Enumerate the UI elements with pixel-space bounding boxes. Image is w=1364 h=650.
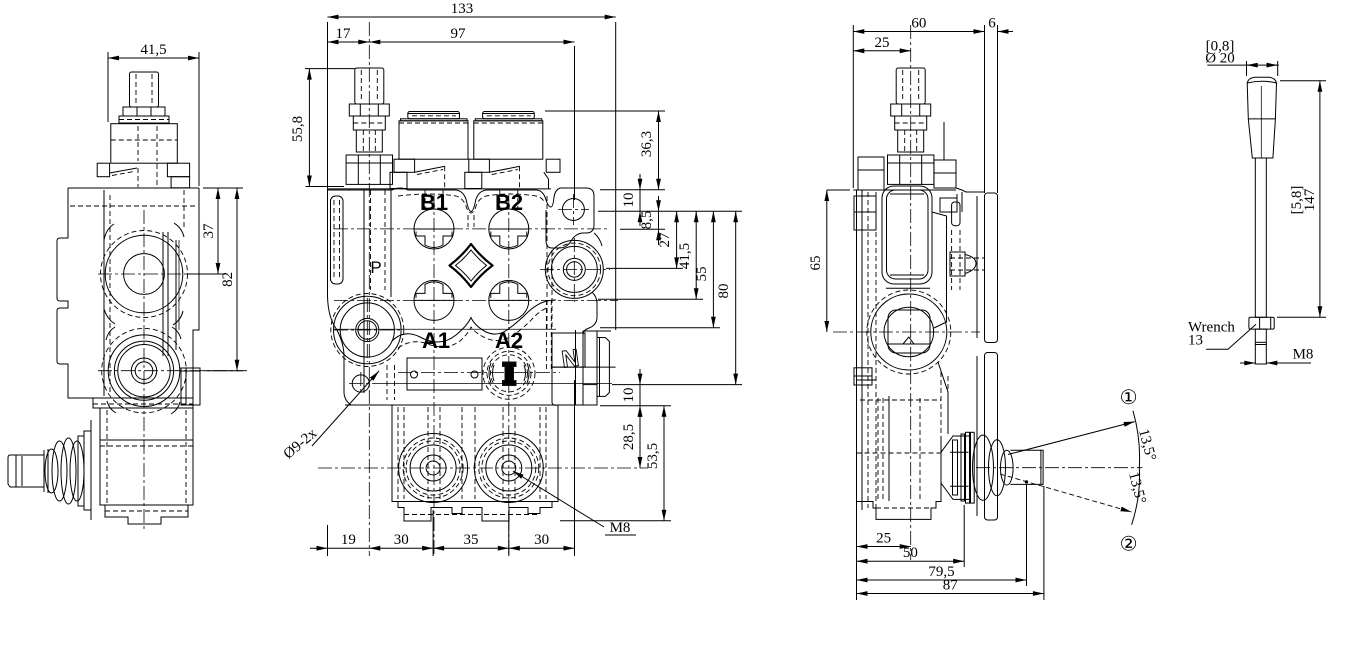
svg-text:97: 97	[451, 26, 467, 42]
svg-text:55: 55	[694, 267, 710, 282]
svg-text:P: P	[370, 258, 381, 277]
svg-text:37: 37	[201, 223, 217, 239]
svg-text:55,8: 55,8	[290, 116, 306, 142]
svg-text:27: 27	[657, 232, 673, 248]
svg-text:41,5: 41,5	[140, 42, 166, 58]
svg-text:25: 25	[876, 531, 891, 547]
svg-text:10: 10	[621, 388, 637, 403]
svg-text:Wrench: Wrench	[1188, 320, 1235, 336]
svg-text:19: 19	[341, 532, 356, 548]
svg-text:10: 10	[621, 193, 637, 208]
svg-text:60: 60	[911, 16, 926, 32]
svg-text:28,5: 28,5	[621, 424, 637, 450]
svg-text:[5,8]: [5,8]	[1289, 186, 1305, 215]
svg-text:B1: B1	[420, 190, 448, 215]
svg-text:147: 147	[1302, 188, 1318, 211]
svg-text:35: 35	[463, 532, 478, 548]
svg-text:17: 17	[336, 26, 352, 42]
svg-text:25: 25	[875, 35, 890, 51]
svg-text:82: 82	[220, 272, 236, 287]
svg-text:41,5: 41,5	[677, 243, 693, 269]
svg-text:13: 13	[1188, 333, 1203, 349]
svg-text:65: 65	[808, 256, 824, 271]
svg-text:B2: B2	[495, 190, 523, 215]
svg-text:6: 6	[988, 16, 996, 32]
svg-text:M8: M8	[610, 520, 631, 536]
svg-text:53,5: 53,5	[645, 443, 661, 469]
svg-text:87: 87	[943, 578, 959, 594]
svg-text:79,5: 79,5	[928, 564, 954, 580]
svg-text:50: 50	[903, 545, 918, 561]
svg-text:[0,8]: [0,8]	[1206, 39, 1235, 55]
svg-text:30: 30	[394, 532, 409, 548]
svg-text:133: 133	[451, 1, 474, 17]
svg-text:①: ①	[1120, 387, 1138, 409]
svg-text:Ø 20: Ø 20	[1205, 51, 1235, 67]
svg-text:②: ②	[1120, 534, 1138, 556]
svg-text:80: 80	[716, 284, 732, 299]
svg-text:A1: A1	[422, 328, 450, 353]
svg-text:M8: M8	[1293, 347, 1314, 363]
svg-text:36,3: 36,3	[639, 131, 655, 157]
svg-text:8,5: 8,5	[639, 211, 655, 230]
svg-text:30: 30	[534, 532, 549, 548]
